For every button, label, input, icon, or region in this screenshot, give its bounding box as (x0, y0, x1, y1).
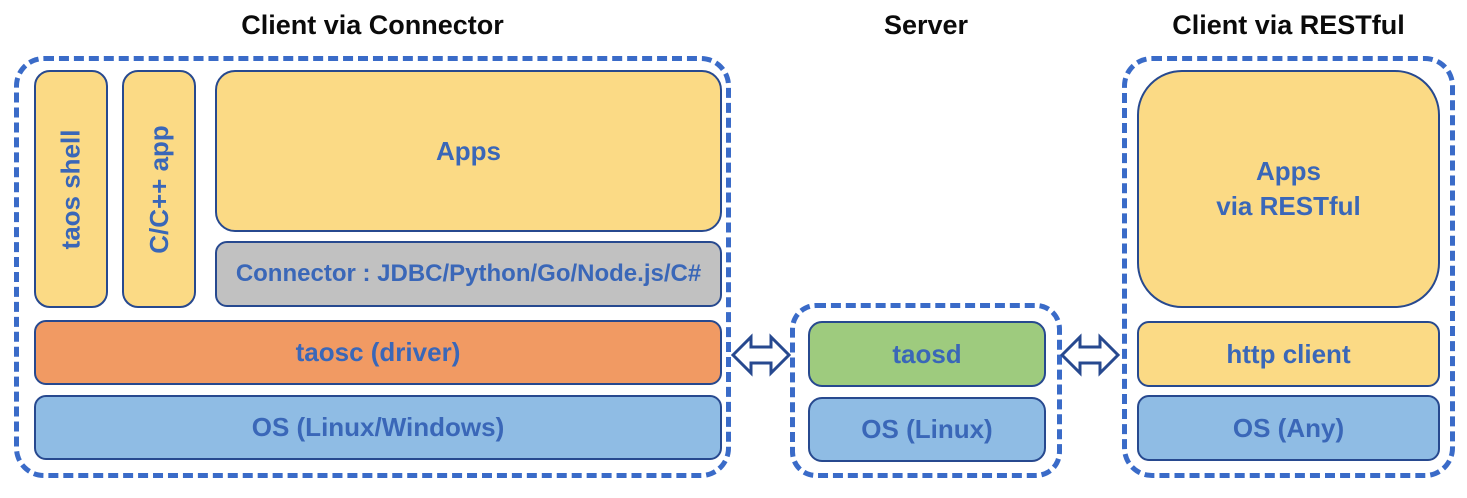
cpp-app-label: C/C++ app (143, 124, 174, 254)
os-linux-box: OS (Linux) (808, 397, 1046, 462)
taosc-driver-label: taosc (driver) (295, 337, 461, 367)
apps-label: Apps (436, 135, 501, 166)
http-client-box: http client (1137, 321, 1440, 387)
apps-via-restful-box: Apps via RESTful (1137, 70, 1440, 308)
apps-via-restful-label: Apps via RESTful (1216, 155, 1361, 221)
client-via-restful-container (1122, 56, 1455, 478)
taos-shell-box: taos shell (34, 70, 108, 308)
taos-shell-label: taos shell (55, 129, 86, 249)
os-any-box: OS (Any) (1137, 395, 1440, 461)
os-linux-windows-box: OS (Linux/Windows) (34, 395, 722, 460)
taosc-driver-box: taosc (driver) (34, 320, 722, 385)
client-via-connector-container (14, 56, 731, 478)
http-client-label: http client (1226, 338, 1351, 369)
bidirectional-arrow-icon (1060, 333, 1120, 377)
connector-label: Connector : JDBC/Python/Go/Node.js/C# (235, 260, 702, 287)
client-via-connector-title: Client via Connector (241, 10, 504, 40)
connector-box: Connector : JDBC/Python/Go/Node.js/C# (215, 241, 722, 307)
os-any-label: OS (Any) (1232, 412, 1345, 443)
cpp-app-box: C/C++ app (122, 70, 196, 308)
bidirectional-arrow-icon (731, 333, 791, 377)
server-title: Server (883, 10, 969, 40)
taosd-label: taosd (892, 338, 962, 369)
os-linux-label: OS (Linux) (861, 414, 993, 444)
apps-box: Apps (215, 70, 722, 232)
client-via-restful-title: Client via RESTful (1172, 10, 1405, 40)
server-container (790, 303, 1062, 478)
os-linux-windows-label: OS (Linux/Windows) (251, 412, 505, 442)
taosd-box: taosd (808, 321, 1046, 387)
